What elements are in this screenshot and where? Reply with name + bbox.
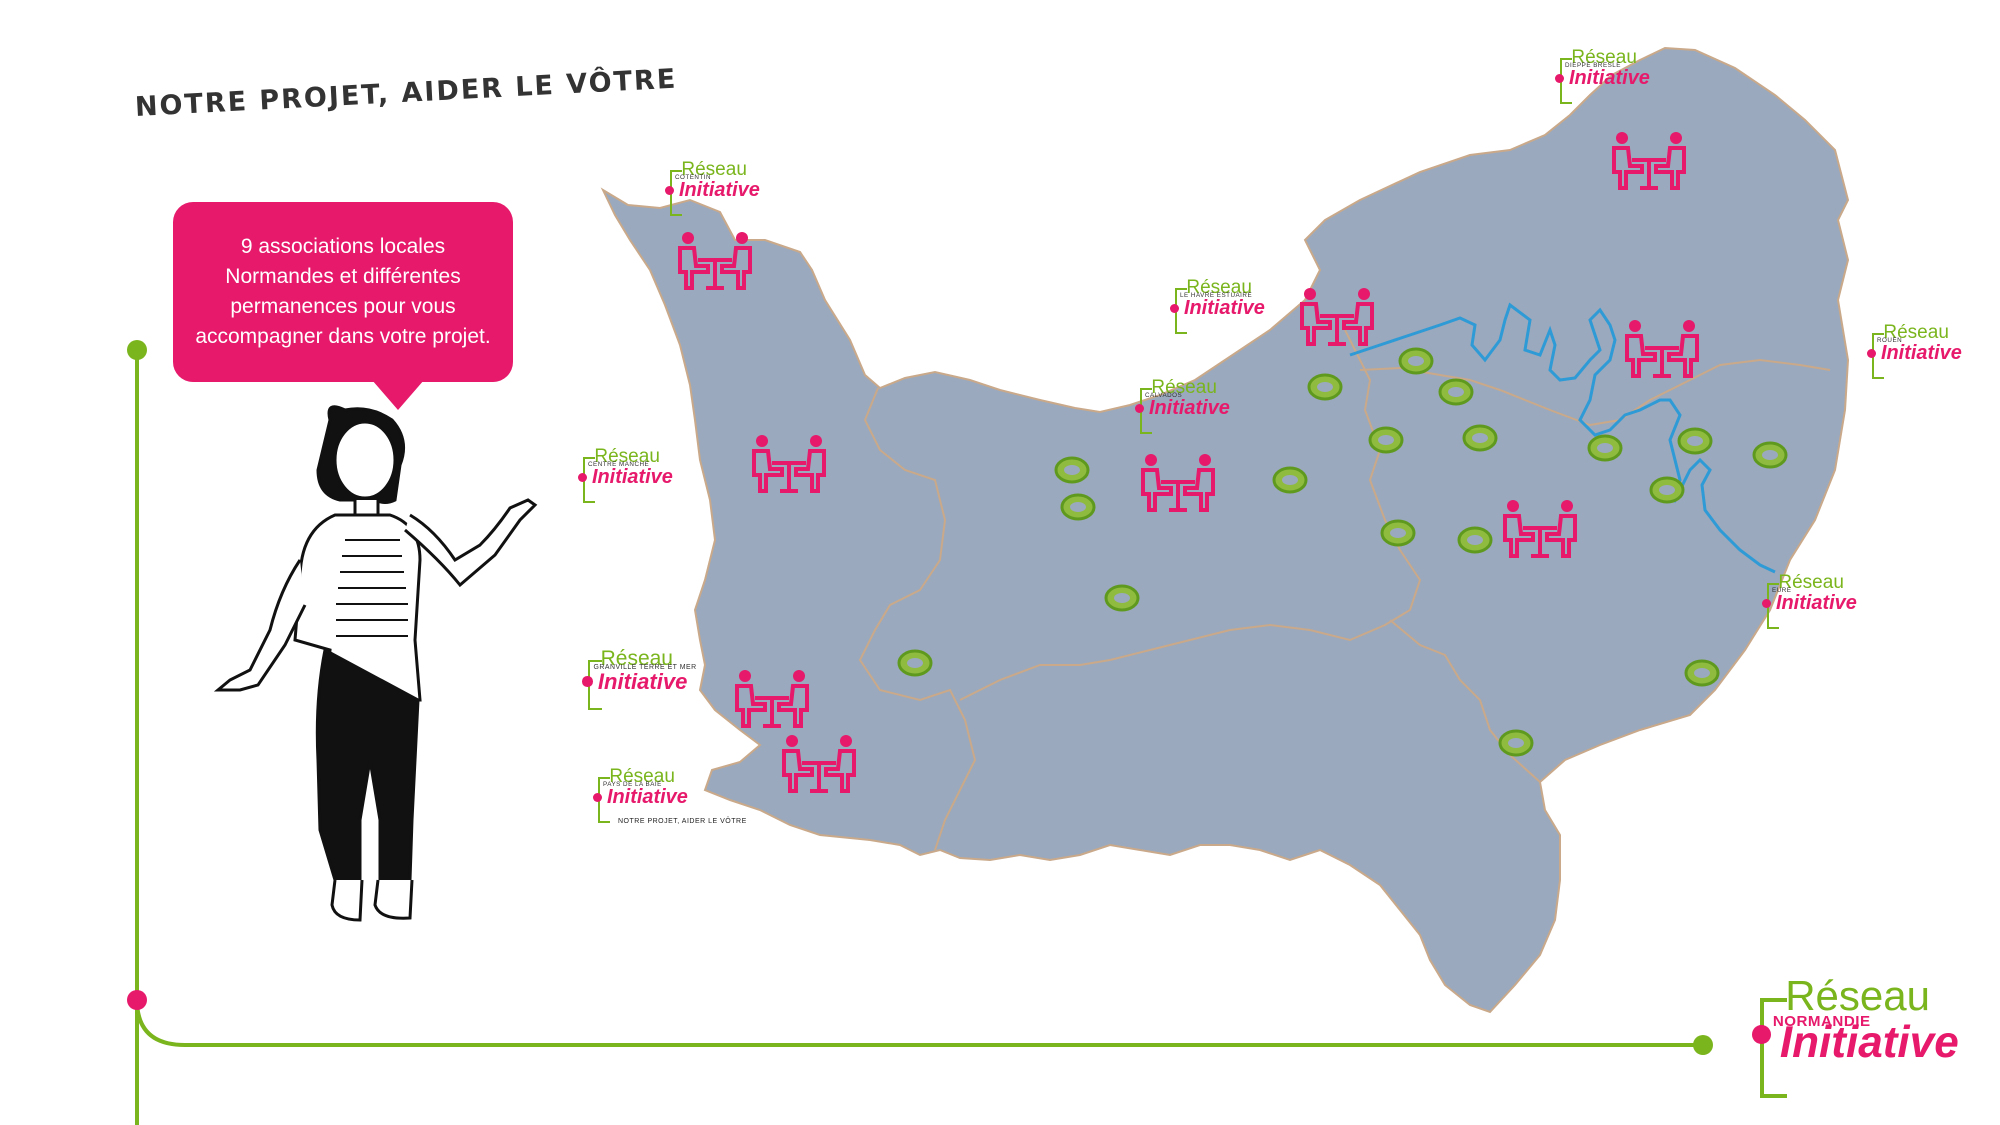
logo-bracket-icon: [1760, 998, 1788, 1099]
logo-dot-icon: [577, 472, 588, 483]
logo-dot-icon: [1761, 598, 1772, 609]
speech-bubble: 9 associations locales Normandes et diff…: [173, 202, 513, 382]
logo-dot-icon: [664, 185, 675, 196]
line-dot-mid: [127, 990, 147, 1010]
line-dot-end: [1693, 1035, 1713, 1055]
logo-dot-icon: [592, 792, 603, 803]
speech-bubble-tail: [372, 380, 424, 410]
logo-dot-icon: [1554, 73, 1565, 84]
seine-river: [1349, 302, 1776, 574]
small-tagline: NOTRE PROJET, AIDER LE VÔTRE: [618, 818, 747, 825]
logo-dot-icon: [1866, 348, 1877, 359]
logo-dot-icon: [1751, 1025, 1771, 1045]
logo-dot-icon: [1134, 403, 1145, 414]
logo-dot-icon: [582, 676, 593, 687]
line-dot-top: [127, 340, 147, 360]
bubble-text: 9 associations locales Normandes et diff…: [195, 235, 491, 348]
logo-dot-icon: [1169, 303, 1180, 314]
normandy-region-shape: [600, 46, 1850, 1014]
